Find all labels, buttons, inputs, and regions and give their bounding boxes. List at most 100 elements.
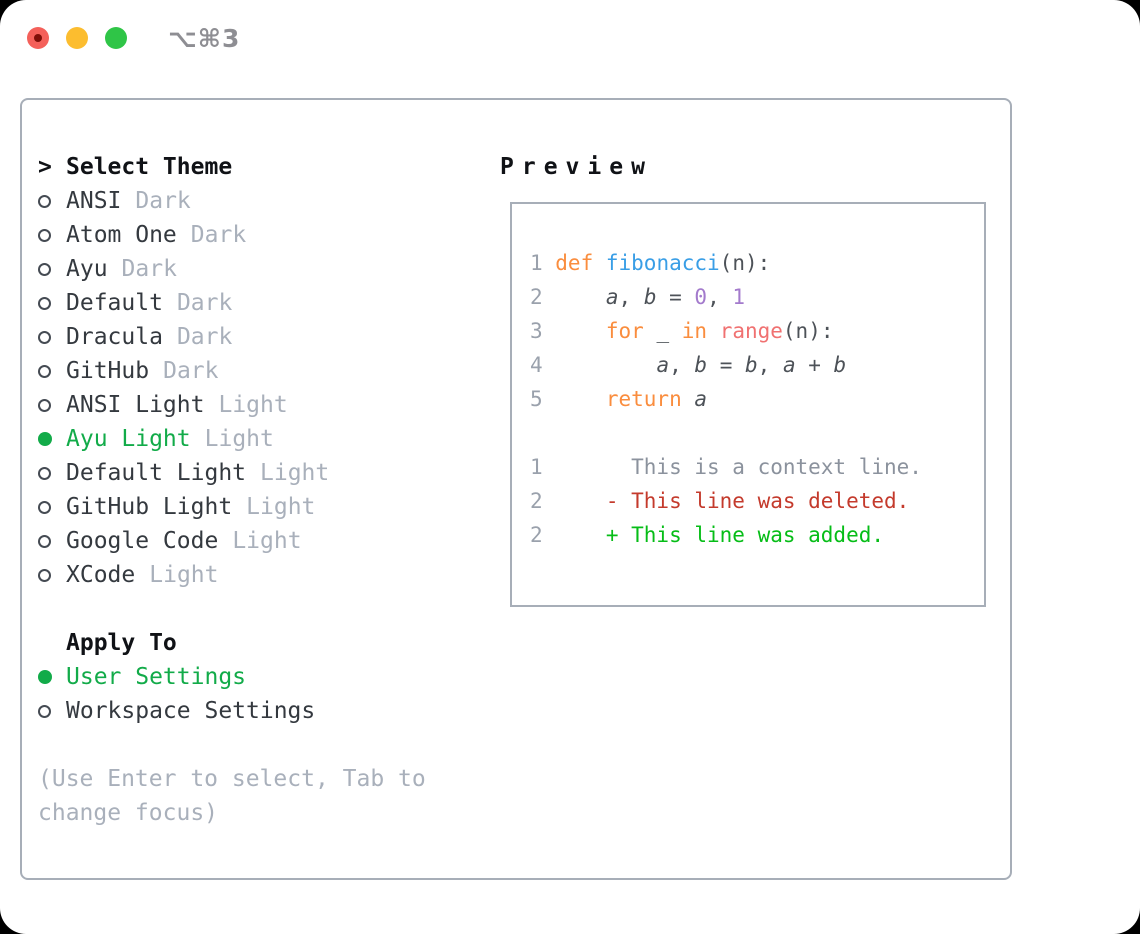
theme-variant-tag: Light <box>204 426 274 452</box>
theme-option-label: GitHub Light <box>66 494 233 520</box>
code-token: (n): <box>782 319 834 343</box>
radio-unselected-icon <box>38 500 66 514</box>
radio-circle <box>38 194 51 208</box>
line-number: 2 <box>530 285 543 309</box>
apply-to-label: Apply To <box>66 630 177 656</box>
list-title: Select Theme <box>66 154 233 180</box>
code-line: 4 a, b = b, a + b <box>530 348 922 382</box>
theme-option-label: Dracula <box>66 324 163 350</box>
code-token <box>707 319 720 343</box>
code-token: in <box>681 319 708 343</box>
radio-unselected-icon <box>38 364 66 378</box>
code-token: 0 <box>694 285 708 309</box>
radio-circle <box>38 296 51 310</box>
record-dot-icon <box>34 34 42 42</box>
radio-circle <box>38 670 52 684</box>
theme-option-ayu-light[interactable]: Ayu Light Light <box>38 422 329 456</box>
code-token: (n): <box>719 251 771 275</box>
theme-option-label: Default Light <box>66 460 247 486</box>
radio-circle <box>38 228 51 242</box>
window-titlebar: ⌥⌘3 <box>0 0 1140 76</box>
apply-option-workspace-settings[interactable]: Workspace Settings <box>38 694 329 728</box>
spacer <box>38 592 329 626</box>
code-token: for <box>605 319 644 343</box>
code-token: def <box>555 251 594 275</box>
radio-circle <box>38 330 51 344</box>
code-line <box>530 416 922 450</box>
theme-option-default-light[interactable]: Default Light Light <box>38 456 329 490</box>
code-token <box>682 387 695 411</box>
close-button[interactable] <box>27 27 49 49</box>
code-token: , <box>757 353 783 377</box>
code-token: , <box>618 285 644 309</box>
theme-option-github-light[interactable]: GitHub Light Light <box>38 490 329 524</box>
code-line: 2 a, b = 0, 1 <box>530 280 922 314</box>
line-number: 2 <box>530 523 543 547</box>
hint-text: (Use Enter to select, Tab to change focu… <box>38 766 426 826</box>
theme-option-label: Default <box>66 290 163 316</box>
theme-variant-tag: Dark <box>176 290 233 316</box>
theme-variant-tag: Dark <box>163 358 219 384</box>
line-number: 3 <box>530 319 543 343</box>
radio-unselected-icon <box>38 228 66 242</box>
code-token <box>555 285 606 309</box>
radio-unselected-icon <box>38 398 66 412</box>
code-token <box>593 251 606 275</box>
code-token: return <box>605 387 682 411</box>
theme-option-label: Ayu <box>66 256 108 282</box>
code-token: = <box>707 353 745 377</box>
theme-option-label: ANSI <box>66 188 122 214</box>
code-token: fibonacci <box>605 251 720 275</box>
theme-variant-tag: Light <box>260 460 330 486</box>
apply-option-user-settings[interactable]: User Settings <box>38 660 329 694</box>
code-token: , <box>707 285 733 309</box>
theme-option-github[interactable]: GitHub Dark <box>38 354 329 388</box>
code-line: 2 - This line was deleted. <box>530 484 922 518</box>
code-token: - This line was deleted. <box>555 489 910 513</box>
select-theme-header: > Select Theme <box>38 150 329 184</box>
theme-variant-tag: Light <box>246 494 316 520</box>
apply-option-label: User Settings <box>66 664 247 690</box>
radio-circle <box>38 262 51 276</box>
radio-circle <box>38 534 51 548</box>
theme-option-ansi[interactable]: ANSI Dark <box>38 184 329 218</box>
theme-variant-tag: Dark <box>190 222 247 248</box>
radio-unselected-icon <box>38 534 66 548</box>
window-title: ⌥⌘3 <box>168 24 241 53</box>
zoom-button[interactable] <box>105 27 127 49</box>
line-number: 2 <box>530 489 543 513</box>
radio-unselected-icon <box>38 704 66 718</box>
radio-unselected-icon <box>38 568 66 582</box>
code-token: a <box>656 353 670 377</box>
code-token: range <box>719 319 783 343</box>
theme-variant-tag: Dark <box>135 188 191 214</box>
theme-variant-tag: Light <box>149 562 219 588</box>
theme-option-default[interactable]: Default Dark <box>38 286 329 320</box>
radio-circle <box>38 398 51 412</box>
radio-circle <box>38 432 52 446</box>
radio-circle <box>38 466 51 480</box>
code-token: , <box>669 353 695 377</box>
radio-circle <box>38 568 51 582</box>
code-line: 1 This is a context line. <box>530 450 922 484</box>
apply-to-header: Apply To <box>38 626 329 660</box>
code-token: b <box>744 353 758 377</box>
code-token: a <box>782 353 796 377</box>
theme-option-label: Ayu Light <box>66 426 191 452</box>
minimize-button[interactable] <box>66 27 88 49</box>
line-number: 1 <box>530 455 543 479</box>
code-token: b <box>694 353 708 377</box>
code-token <box>555 353 656 377</box>
code-line: 2 + This line was added. <box>530 518 922 552</box>
theme-option-label: GitHub <box>66 358 150 384</box>
